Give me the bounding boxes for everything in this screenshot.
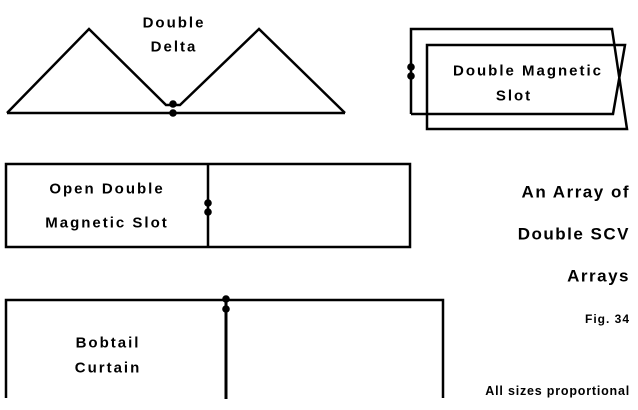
feed-point-dot: [407, 63, 415, 71]
double-magnetic-slot-outline: [409, 27, 629, 131]
footnote: All sizes proportional: [485, 383, 630, 398]
double-delta-label-line1: Double: [142, 14, 206, 32]
feed-point-dot: [169, 109, 177, 117]
feed-point-dot: [407, 72, 415, 80]
feed-point-dot: [204, 199, 212, 207]
double-magnetic-slot-shape: [407, 27, 629, 131]
feed-point-dot: [169, 100, 177, 108]
bobtail-curtain-label-line1: Bobtail: [75, 334, 141, 352]
open-double-magnetic-slot-label-line2: Magnetic Slot: [45, 214, 169, 232]
figure-number: Fig. 34: [584, 312, 630, 326]
bobtail-curtain-shape: [4, 295, 445, 399]
caption-line-2: Double SCV: [517, 224, 630, 244]
bobtail-curtain-label-line2: Curtain: [74, 359, 142, 377]
open-double-magnetic-slot-label-line1: Open Double: [49, 180, 165, 198]
double-magnetic-slot-label-line1: Double Magnetic: [452, 62, 604, 80]
caption-line-3: Arrays: [567, 266, 630, 286]
feed-point-dot: [204, 208, 212, 216]
feed-point-dot: [222, 305, 230, 313]
double-magnetic-slot-label-line2: Slot: [495, 87, 533, 105]
open-double-magnetic-slot-shape: [4, 162, 412, 249]
double-delta-label-line2: Delta: [150, 38, 198, 56]
double-delta-shape: [6, 27, 346, 117]
caption-line-1: An Array of: [521, 182, 630, 202]
feed-point-dot: [222, 295, 230, 303]
